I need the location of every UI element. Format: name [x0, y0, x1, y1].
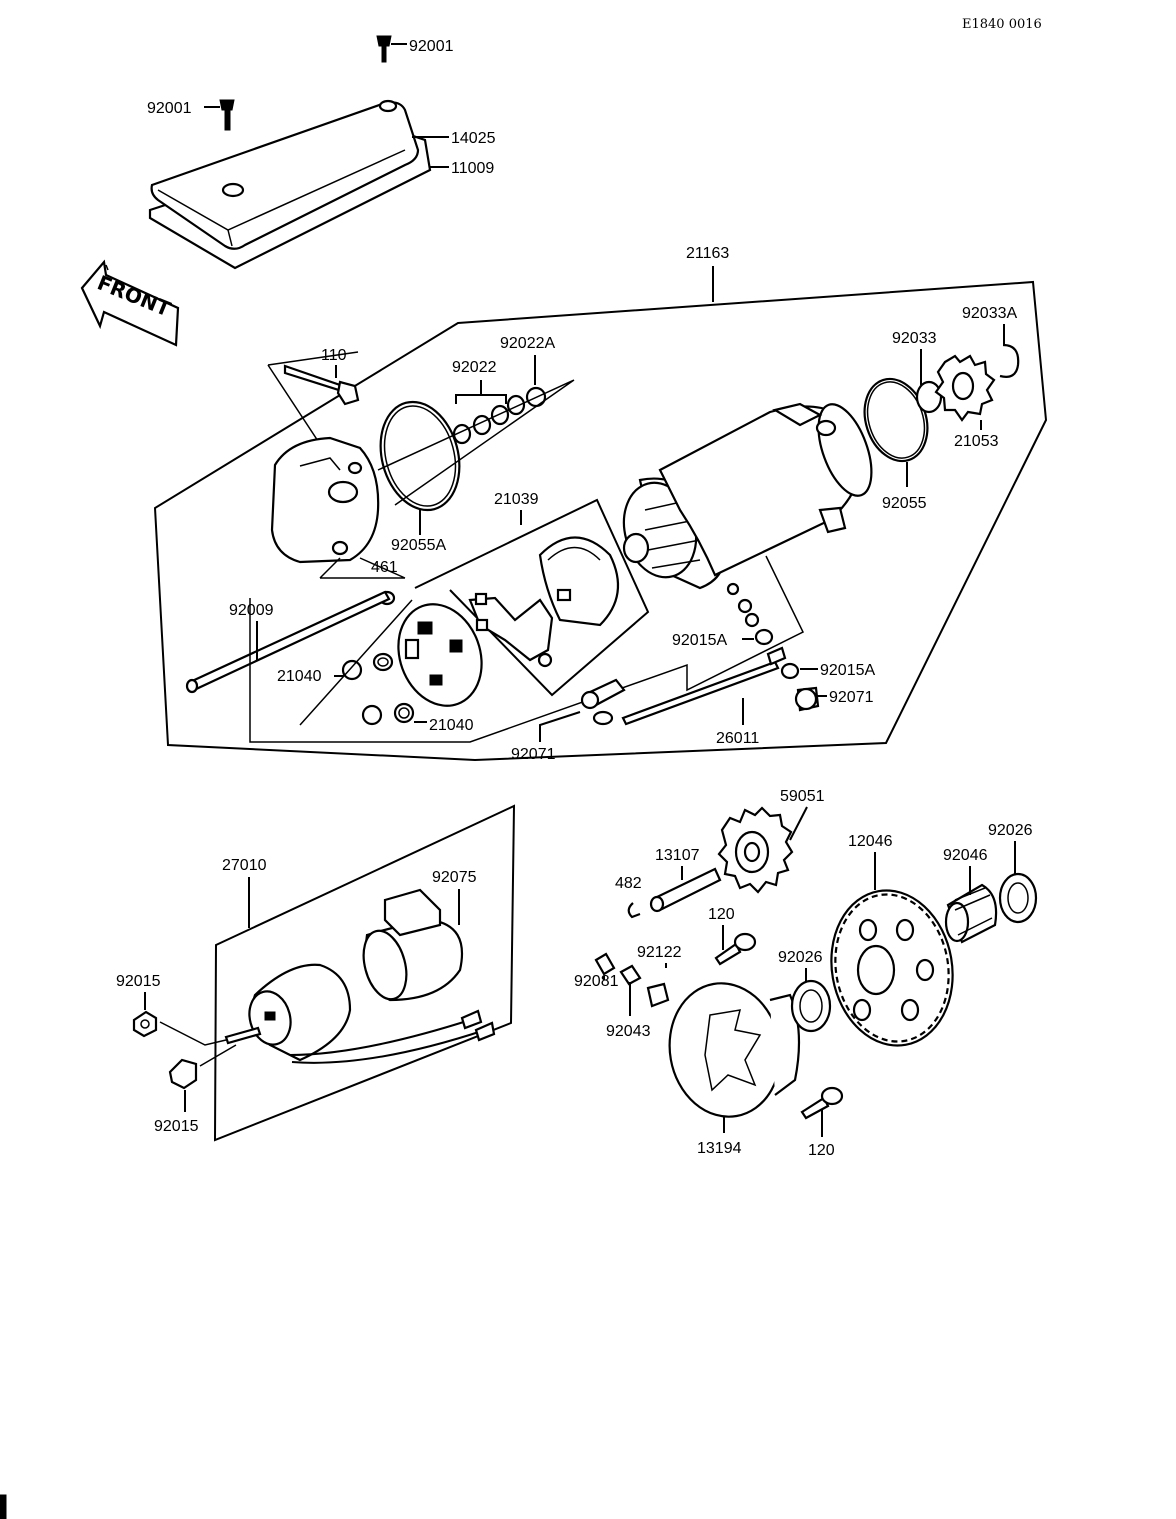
brush-spring-21040 [341, 652, 415, 726]
label-21040-a: 21040 [277, 668, 322, 685]
washer-92026-b [998, 872, 1038, 924]
spring-92081 [594, 952, 616, 976]
label-59051: 59051 [780, 788, 825, 805]
needle-bearing-92046 [944, 883, 998, 944]
through-bolt-92009 [185, 590, 391, 694]
gear-12046 [830, 889, 954, 1047]
cable-26011 [592, 646, 787, 726]
label-11009: 11009 [451, 160, 494, 177]
label-92015-a: 92015 [116, 973, 161, 990]
label-27010: 27010 [222, 857, 267, 874]
label-92071-b: 92071 [511, 746, 556, 763]
yoke-housing [658, 402, 873, 577]
label-92033A: 92033A [962, 305, 1017, 322]
label-21039: 21039 [494, 491, 539, 508]
label-13107: 13107 [655, 847, 700, 864]
label-92055: 92055 [882, 495, 927, 512]
label-92055A: 92055A [391, 537, 446, 554]
bolt-120-a [714, 932, 757, 966]
label-92026-a: 92026 [778, 949, 823, 966]
label-21053: 21053 [954, 433, 999, 450]
label-12046: 12046 [848, 833, 893, 850]
label-92015A-b: 92015A [820, 662, 875, 679]
relay-body [224, 963, 496, 1064]
roller-92043 [646, 982, 670, 1008]
brush-plate [397, 603, 483, 707]
label-92015-b: 92015 [154, 1118, 199, 1135]
label-92122: 92122 [637, 944, 682, 961]
label-92075: 92075 [432, 869, 477, 886]
label-92046: 92046 [943, 847, 988, 864]
label-21040-b: 21040 [429, 717, 474, 734]
pin-92122 [619, 964, 642, 986]
bolt-120-b [800, 1086, 844, 1120]
brush-holder [468, 592, 554, 668]
pinion-21053 [934, 354, 996, 422]
rear-cover [270, 436, 380, 564]
label-92026-b: 92026 [988, 822, 1033, 839]
label-92033: 92033 [892, 330, 937, 347]
rubber-boot-92075 [362, 888, 464, 1002]
washer-92026-a [790, 979, 832, 1033]
circlip-482 [627, 902, 641, 919]
terminal-boot-92071-b [794, 686, 820, 712]
washer-set-92022 [452, 386, 547, 445]
reference-code: E1840 0016 [962, 17, 1042, 32]
shaft-13107 [649, 867, 722, 913]
assembly-boundary-21163 [153, 280, 1048, 762]
assembly-boundary-27010 [213, 804, 516, 1142]
yoke-band [538, 536, 620, 627]
label-92081: 92081 [574, 973, 619, 990]
front-arrow: FRONT [80, 259, 180, 347]
label-92001-top: 92001 [409, 38, 454, 55]
label-92009: 92009 [229, 602, 274, 619]
label-92071-a: 92071 [829, 689, 874, 706]
sprocket-59051 [717, 806, 794, 894]
label-92022A: 92022A [500, 335, 555, 352]
label-482: 482 [615, 875, 642, 892]
assembly-boundary-21039 [414, 498, 650, 697]
cap-92015 [168, 1058, 198, 1090]
label-92022: 92022 [452, 359, 497, 376]
circlip-92033A [999, 343, 1020, 378]
label-21163: 21163 [686, 245, 729, 262]
bolt-110 [283, 364, 360, 406]
bolt-92001-left [219, 99, 235, 131]
bolt-92001-top [376, 35, 392, 63]
label-92001-left: 92001 [147, 100, 192, 117]
washer-stack-92015A [726, 582, 800, 680]
o-ring-92055A [379, 400, 461, 512]
label-14025: 14025 [451, 130, 496, 147]
cover-assembly [148, 99, 432, 270]
label-120-b: 120 [808, 1142, 835, 1159]
clutch-housing-13194 [668, 982, 801, 1118]
label-92043: 92043 [606, 1023, 651, 1040]
circlip-92033 [915, 380, 943, 414]
label-92015A-a: 92015A [672, 632, 727, 649]
label-13194: 13194 [697, 1140, 742, 1157]
label-120-a: 120 [708, 906, 735, 923]
terminal-boot-92071-a [580, 678, 626, 710]
nut-92015 [132, 1010, 158, 1038]
label-26011: 26011 [716, 730, 759, 747]
